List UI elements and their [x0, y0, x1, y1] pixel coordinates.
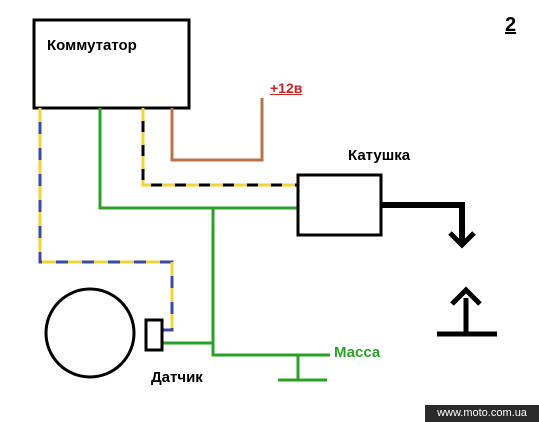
wire-ground-commutator-coil — [98, 108, 298, 210]
sensor-block — [144, 318, 164, 352]
plus12v-label: +12в — [270, 80, 303, 96]
sensor-label: Датчик — [151, 369, 203, 386]
wire-commutator-coil-stripe — [141, 108, 298, 187]
commutator-label: Коммутатор — [47, 37, 137, 54]
diagram-number: 2 — [505, 14, 517, 36]
wire-commutator-sensor-stripe — [38, 108, 174, 332]
mass-label: Масса — [334, 344, 381, 361]
spark-arrow-down — [448, 231, 476, 249]
coil-box — [296, 173, 383, 237]
wire-plus12v — [170, 98, 264, 162]
commutator-box — [32, 18, 191, 110]
watermark: www.moto.com.ua — [425, 405, 539, 422]
coil-label: Катушка — [348, 147, 411, 164]
wire-ground-trunk — [211, 208, 330, 357]
high-voltage-lead — [381, 202, 465, 243]
wire-commutator-coil-base — [141, 108, 298, 187]
rotor-disc — [44, 287, 136, 379]
spark-arrow-up — [450, 286, 482, 306]
